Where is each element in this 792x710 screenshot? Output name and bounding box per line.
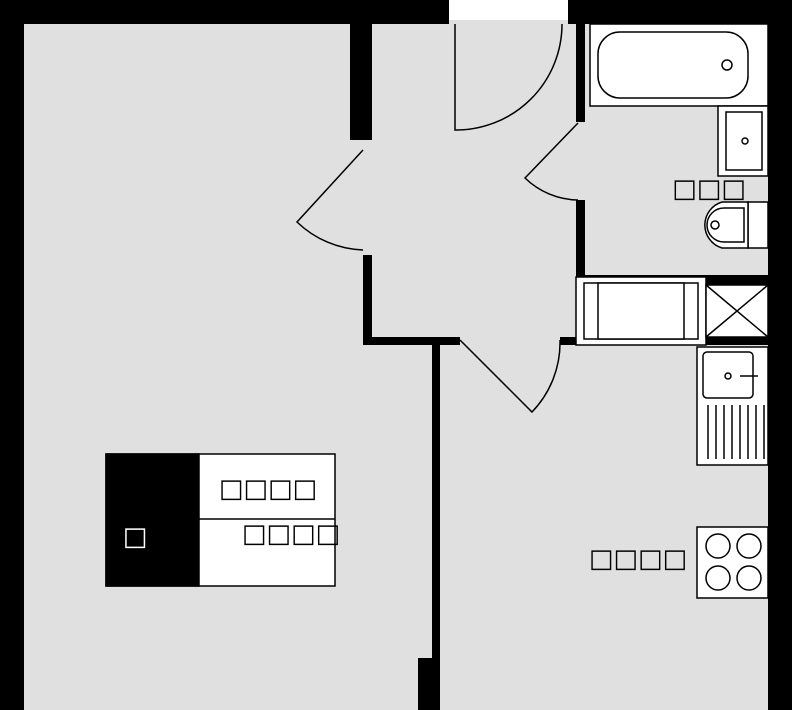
table-label-side: □: [123, 522, 148, 552]
bathroom-label: □□□: [672, 174, 746, 204]
stove: [696, 526, 769, 599]
kitchen-door[interactable]: [459, 339, 561, 414]
entrance-door[interactable]: [454, 23, 563, 131]
table: [105, 453, 336, 587]
entrance-opening: [449, 0, 568, 20]
shaft: [705, 284, 769, 338]
bathroom-door[interactable]: [523, 122, 579, 201]
washing-unit: [575, 276, 707, 346]
kitchen-label: □□□□: [589, 544, 687, 574]
kitchen-sink: [696, 346, 769, 466]
bathroom-sink: [717, 105, 769, 177]
bathtub: [589, 23, 769, 107]
table-label-bottom: □□□□: [242, 519, 340, 549]
doors: [295, 23, 579, 414]
living-room-door[interactable]: [295, 149, 364, 251]
toilet: [704, 201, 769, 249]
table-label-top: □□□□: [219, 474, 317, 504]
